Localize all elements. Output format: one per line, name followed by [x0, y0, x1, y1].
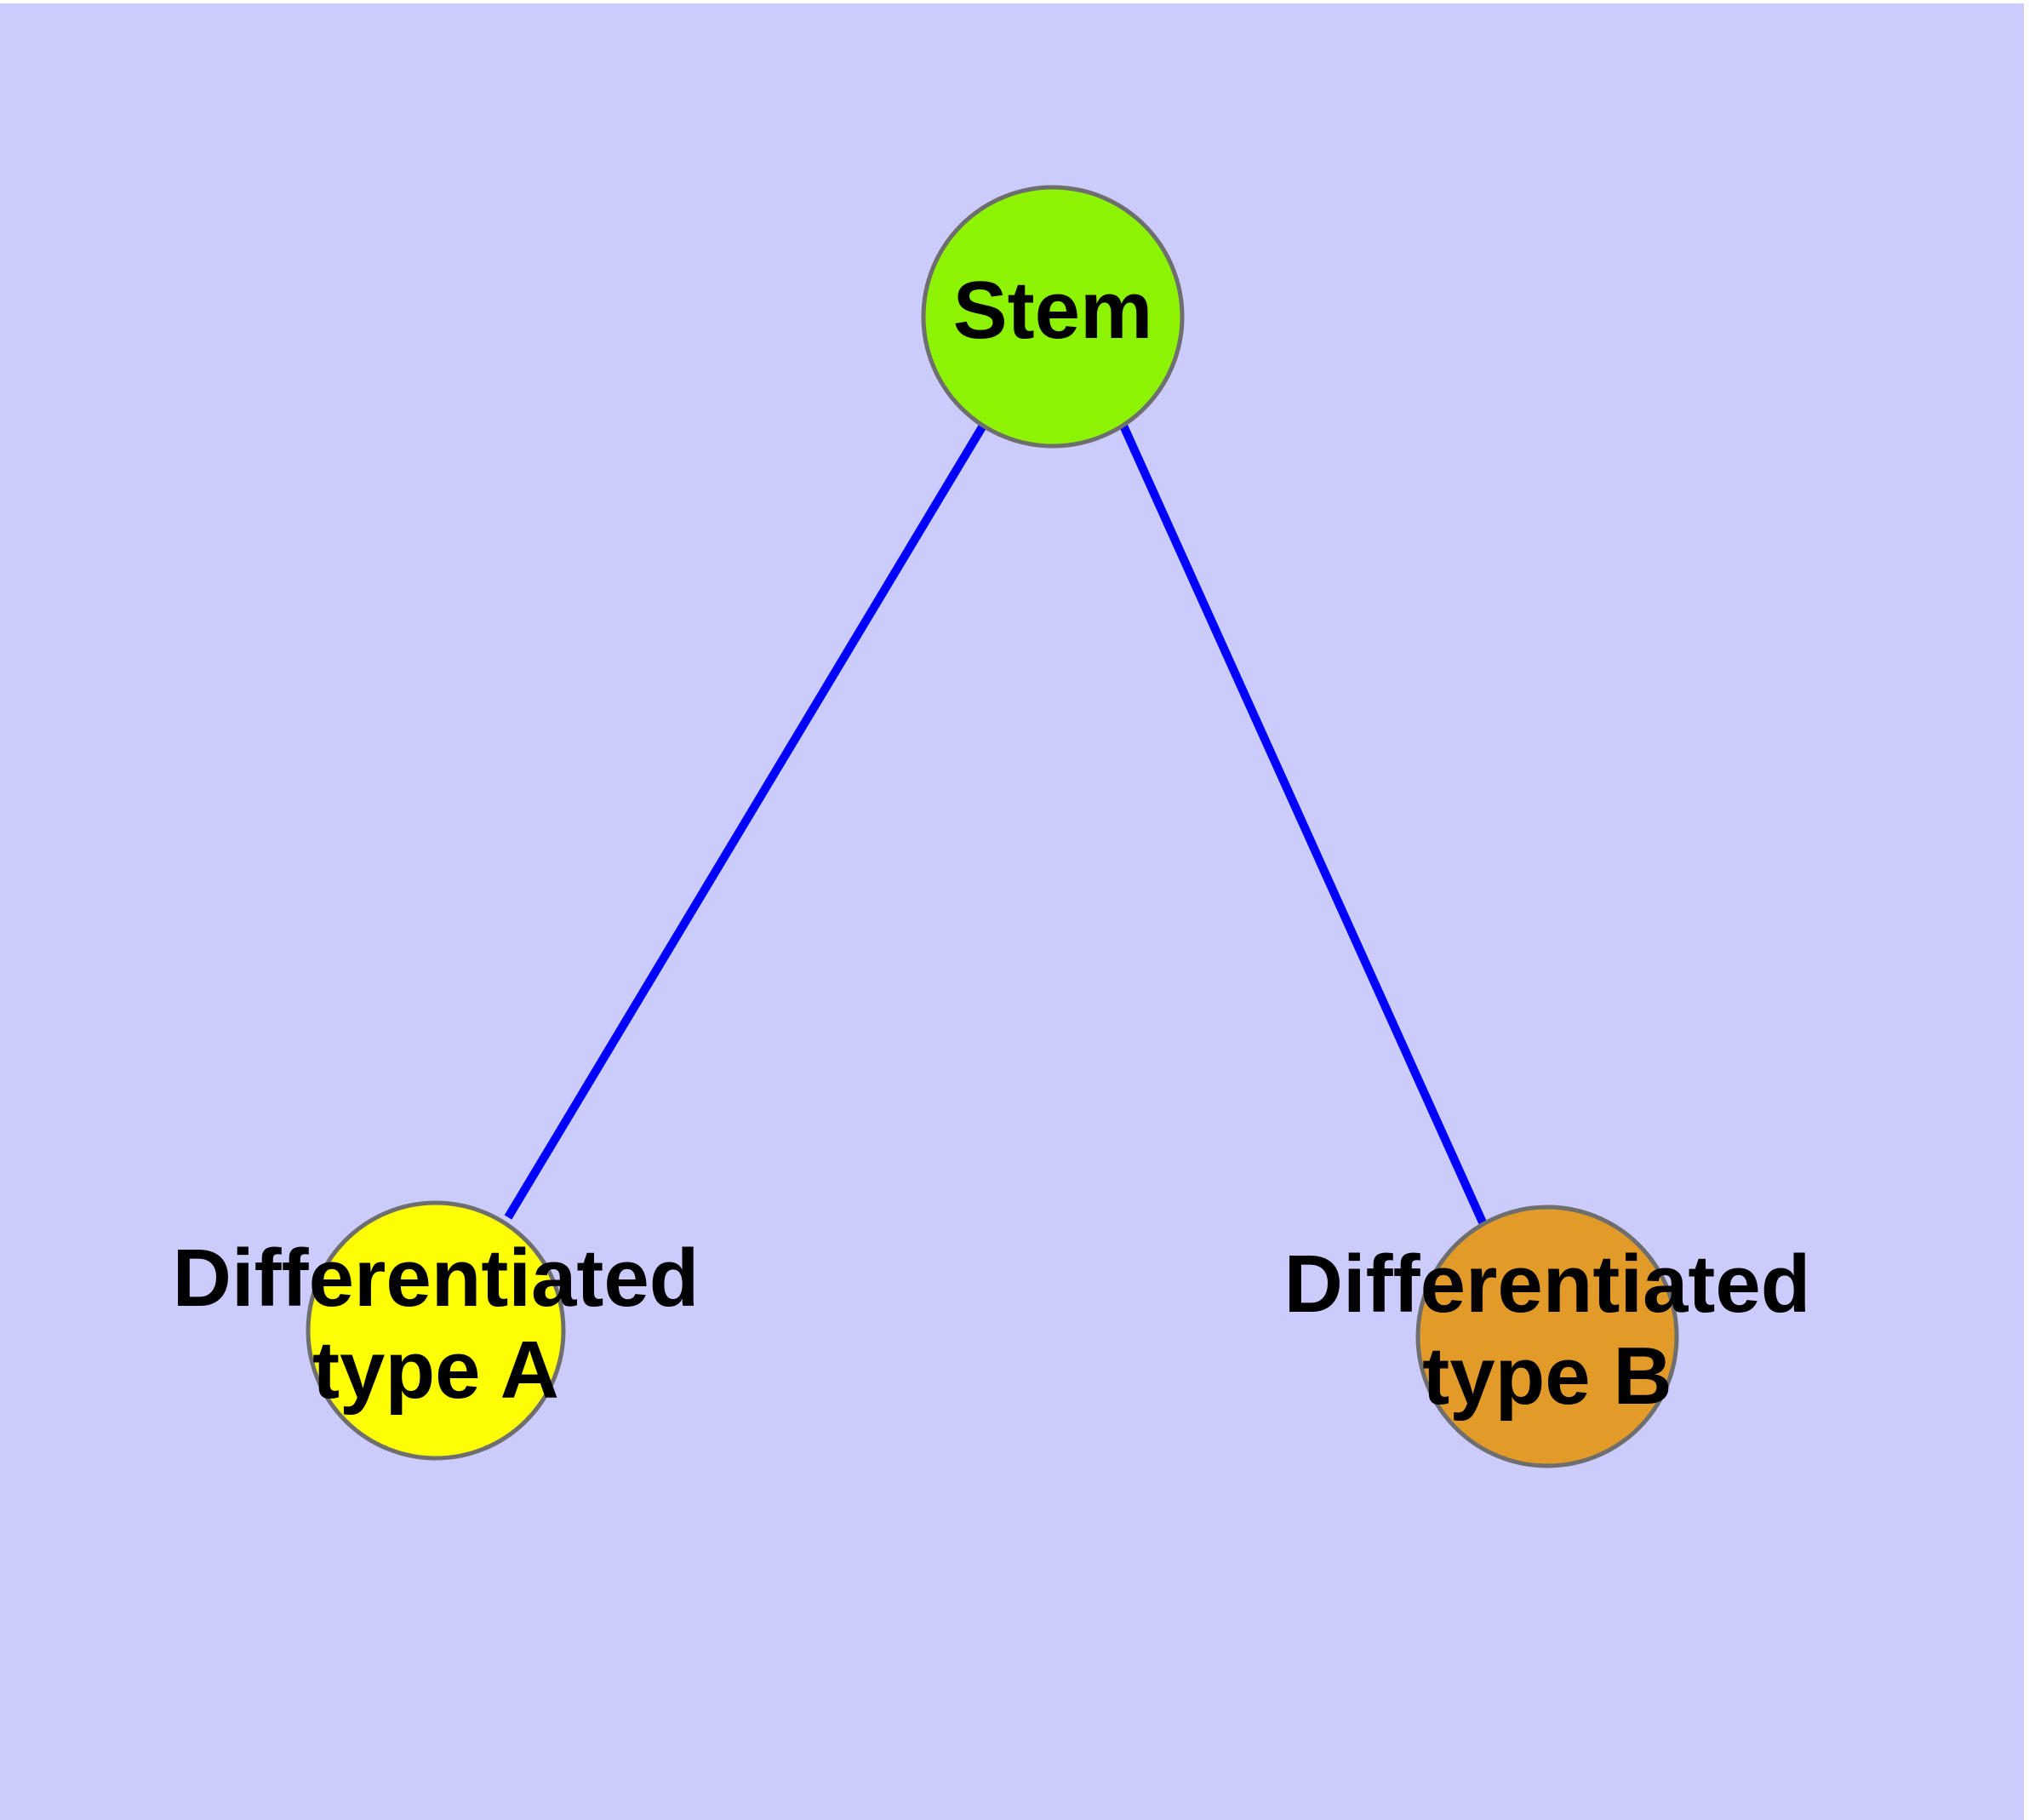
edges-group — [504, 423, 1487, 1225]
node-label-line: Differentiated — [173, 1233, 700, 1325]
node-circle-diff_b[interactable] — [1415, 1205, 1679, 1468]
node-circle-diff_a[interactable] — [306, 1200, 566, 1461]
node-label-line: Differentiated — [1284, 1239, 1811, 1331]
node-circle-stem[interactable] — [921, 185, 1185, 449]
edge-stem-diff-a[interactable] — [504, 423, 987, 1220]
node-label-line: type B — [1422, 1331, 1672, 1422]
node-label-stem: Stem — [953, 265, 1153, 356]
node-label-line: type A — [312, 1325, 559, 1416]
node-label-line: Stem — [953, 265, 1153, 356]
node-stem[interactable]: Stem — [921, 185, 1185, 449]
edge-stem-diff-b[interactable] — [1119, 423, 1487, 1225]
